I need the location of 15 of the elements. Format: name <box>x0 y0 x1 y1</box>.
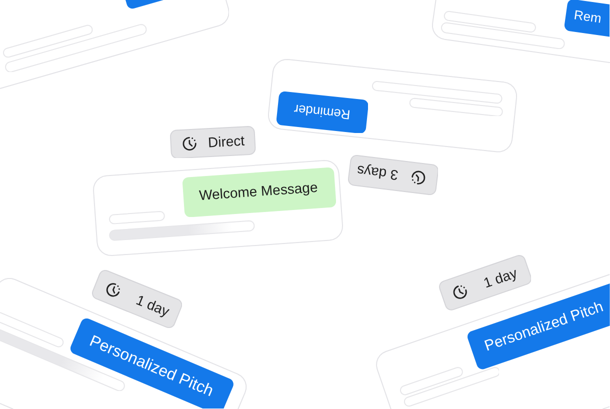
delay-text: 1 day <box>134 292 172 320</box>
delay-text: 3 days <box>356 162 399 184</box>
message-card <box>0 278 247 409</box>
message-chip <box>124 0 164 10</box>
message-card <box>268 59 518 153</box>
delay-chip <box>170 126 256 158</box>
delay-text: Direct <box>208 132 245 150</box>
delay-chip <box>438 255 532 311</box>
message-card <box>432 0 610 64</box>
delay-chip <box>348 154 438 195</box>
message-card <box>0 0 230 90</box>
message-chip: Reminder <box>276 90 368 134</box>
message-chip: Rem <box>564 0 610 38</box>
message-card <box>92 160 343 256</box>
message-chip: Welcome Message <box>182 166 336 218</box>
